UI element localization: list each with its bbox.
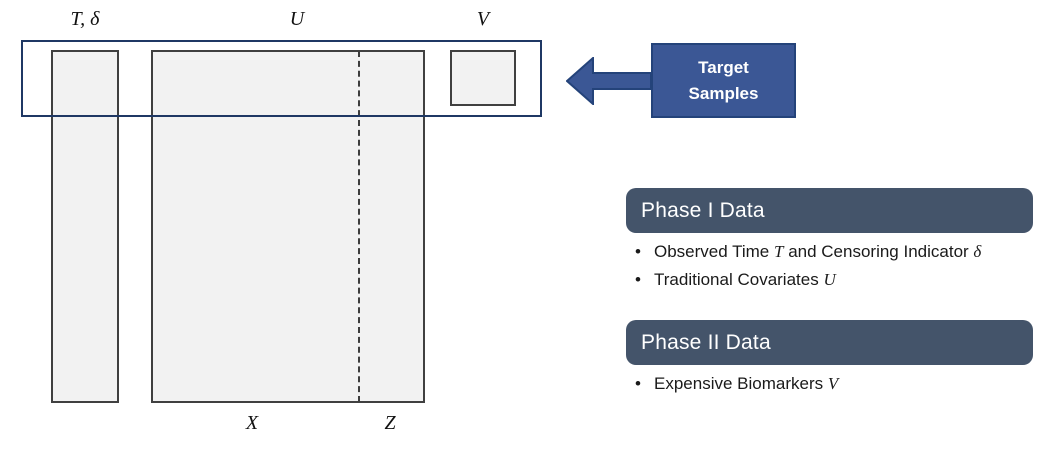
- phase1-bullet-traditional-covariates: Traditional Covariates U: [632, 266, 1057, 294]
- phase1-bullet-list: Observed Time T and Censoring Indicator …: [632, 238, 1057, 294]
- x-z-dashed-divider: [358, 51, 360, 402]
- math-var: δ: [973, 242, 982, 261]
- phase2-bullet-list: Expensive Biomarkers V: [632, 370, 1057, 398]
- phase1-title: Phase I Data: [641, 198, 765, 222]
- label-z: Z: [384, 412, 396, 434]
- math-var: U: [823, 270, 836, 289]
- column-t-delta: [51, 50, 119, 403]
- phase1-bullet-observed-time: Observed Time T and Censoring Indicator …: [632, 238, 1057, 266]
- math-var: V: [827, 374, 839, 393]
- label-x: X: [245, 412, 259, 434]
- phase2-title: Phase II Data: [641, 330, 771, 354]
- bullet-text: and Censoring Indicator: [783, 242, 974, 261]
- target-samples-line2: Samples: [688, 83, 759, 103]
- column-v: [450, 50, 516, 106]
- bullet-text: Expensive Biomarkers: [654, 374, 828, 393]
- bullet-text: Observed Time: [654, 242, 774, 261]
- phase1-header: Phase I Data: [626, 188, 1033, 233]
- bullet-text: Traditional Covariates: [654, 270, 824, 289]
- label-u: U: [289, 8, 305, 30]
- column-u: [151, 50, 425, 403]
- label-v: V: [476, 8, 490, 30]
- label-t-delta: T, δ: [70, 8, 100, 30]
- phase2-bullet-expensive-biomarkers: Expensive Biomarkers V: [632, 370, 1057, 398]
- target-samples-line1: Target: [698, 57, 749, 77]
- left-arrow-icon: [566, 57, 652, 105]
- phase2-header: Phase II Data: [626, 320, 1033, 365]
- target-samples-box: Target Samples: [651, 43, 796, 118]
- math-var: T: [774, 242, 784, 261]
- target-samples-row-outline: [21, 40, 542, 117]
